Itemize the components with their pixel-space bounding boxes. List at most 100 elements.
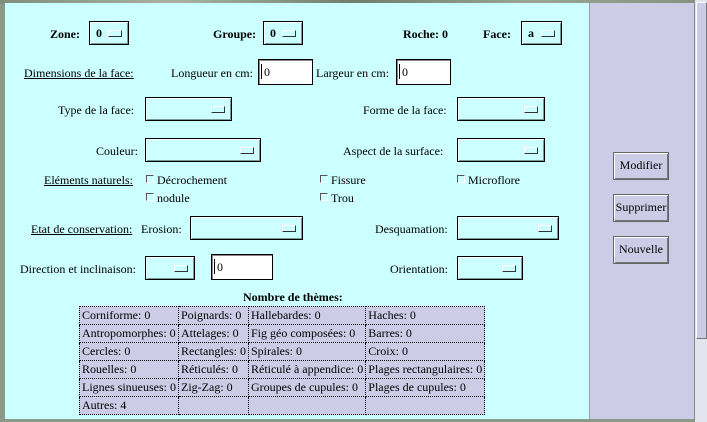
longueur-value: 0 <box>264 65 270 79</box>
window-top-edge <box>0 0 707 4</box>
theme-count-cell: Poignards: 0 <box>178 306 249 325</box>
desquamation-select[interactable] <box>457 216 559 240</box>
theme-count-cell: Rectangles: 0 <box>178 342 249 361</box>
direction-label: Direction et inclinaison: <box>20 262 136 276</box>
orientation-select[interactable] <box>457 256 523 280</box>
fissure-checkbox[interactable]: Fissure <box>320 173 366 188</box>
aspect-select[interactable] <box>457 138 545 162</box>
theme-count-cell: Barres: 0 <box>365 324 486 343</box>
theme-count-cell: Groupes de cupules: 0 <box>247 378 367 397</box>
theme-count-cell: Cercles: 0 <box>79 342 179 361</box>
groupe-label: Groupe: <box>213 27 257 41</box>
text-caret <box>399 64 400 79</box>
couleur-label: Couleur: <box>96 144 138 158</box>
option-indicator-icon <box>282 225 296 232</box>
theme-count-cell <box>178 396 249 415</box>
groupe-select[interactable]: 0 <box>263 21 303 45</box>
microflore-label: Microflore <box>468 173 520 187</box>
direction-select[interactable] <box>145 256 195 280</box>
type-face-select[interactable] <box>145 97 232 121</box>
theme-count-cell <box>247 396 367 415</box>
zone-value: 0 <box>96 26 102 40</box>
option-indicator-icon <box>282 30 296 37</box>
nouvelle-label: Nouvelle <box>619 242 663 256</box>
theme-count-cell: Lignes sinueuses: 0 <box>79 378 179 397</box>
theme-count-cell: Attelages: 0 <box>178 324 249 343</box>
elements-label: Eléments naturels: <box>44 173 133 187</box>
theme-count-cell: Réticulé à appendice: 0 <box>247 360 367 379</box>
modifier-button[interactable]: Modifier <box>613 152 669 180</box>
longueur-label: Longueur en cm: <box>171 66 253 80</box>
face-label: Face: <box>483 27 511 41</box>
option-indicator-icon <box>538 225 552 232</box>
microflore-checkbox[interactable]: Microflore <box>457 173 520 188</box>
table-row: Autres: 4 <box>79 396 486 415</box>
theme-count-cell: Autres: 4 <box>79 396 179 415</box>
largeur-label: Largeur en cm: <box>316 66 390 80</box>
option-indicator-icon <box>541 30 555 37</box>
forme-face-select[interactable] <box>457 97 545 121</box>
theme-count-cell: Hallebardes: 0 <box>247 306 367 325</box>
erosion-select[interactable] <box>190 216 303 240</box>
modifier-label: Modifier <box>619 158 663 172</box>
option-indicator-icon <box>502 265 516 272</box>
checkbox-icon <box>457 175 465 183</box>
longueur-input[interactable]: 0 <box>258 59 313 85</box>
theme-count-cell <box>365 396 486 415</box>
supprimer-label: Supprimer <box>615 200 667 214</box>
face-select[interactable]: a <box>521 21 562 45</box>
checkbox-icon <box>320 175 328 183</box>
option-indicator-icon <box>240 147 254 154</box>
theme-count-cell: Fig géo composées: 0 <box>247 324 367 343</box>
theme-count-cell: Croix: 0 <box>365 342 486 361</box>
zone-select[interactable]: 0 <box>89 21 129 45</box>
checkbox-icon <box>146 193 154 201</box>
checkbox-icon <box>146 175 154 183</box>
themes-title: Nombre de thèmes: <box>243 290 343 304</box>
theme-count-cell: Plages rectangulaires: 0 <box>365 360 486 379</box>
theme-count-cell: Spirales: 0 <box>247 342 367 361</box>
zone-label: Zone: <box>50 27 80 41</box>
text-caret <box>261 64 262 79</box>
face-value: a <box>528 26 534 40</box>
theme-count-cell: Corniforme: 0 <box>79 306 179 325</box>
desquamation-label: Desquamation: <box>375 222 448 236</box>
roche-label: Roche: 0 <box>403 27 448 41</box>
aspect-label: Aspect de la surface: <box>343 144 444 158</box>
dimensions-label: Dimensions de la face: <box>24 66 134 80</box>
vertical-scrollbar[interactable] <box>694 0 707 422</box>
supprimer-button[interactable]: Supprimer <box>613 194 669 222</box>
type-face-label: Type de la face: <box>58 103 135 117</box>
scrollbar-thumb[interactable] <box>696 2 707 339</box>
inclinaison-value: 0 <box>217 260 223 274</box>
couleur-select[interactable] <box>145 138 261 162</box>
nouvelle-button[interactable]: Nouvelle <box>613 236 669 264</box>
checkbox-icon <box>320 193 328 201</box>
option-indicator-icon <box>524 147 538 154</box>
orientation-label: Orientation: <box>390 262 448 276</box>
trou-label: Trou <box>331 191 354 205</box>
trou-checkbox[interactable]: Trou <box>320 191 354 206</box>
theme-count-cell: Rouelles: 0 <box>79 360 179 379</box>
theme-count-cell: Antropomorphes: 0 <box>79 324 179 343</box>
option-indicator-icon <box>524 106 538 113</box>
nodule-checkbox[interactable]: nodule <box>146 191 190 206</box>
option-indicator-icon <box>211 106 225 113</box>
groupe-value: 0 <box>270 26 276 40</box>
forme-face-label: Forme de la face: <box>363 103 447 117</box>
largeur-value: 0 <box>402 65 408 79</box>
theme-count-cell: Réticulés: 0 <box>178 360 249 379</box>
option-indicator-icon <box>174 265 188 272</box>
largeur-input[interactable]: 0 <box>396 59 451 85</box>
inclinaison-input[interactable]: 0 <box>211 254 273 280</box>
decrochement-checkbox[interactable]: Décrochement <box>146 173 227 188</box>
nodule-label: nodule <box>157 191 190 205</box>
text-caret <box>214 259 215 274</box>
theme-count-cell: Haches: 0 <box>365 306 486 325</box>
